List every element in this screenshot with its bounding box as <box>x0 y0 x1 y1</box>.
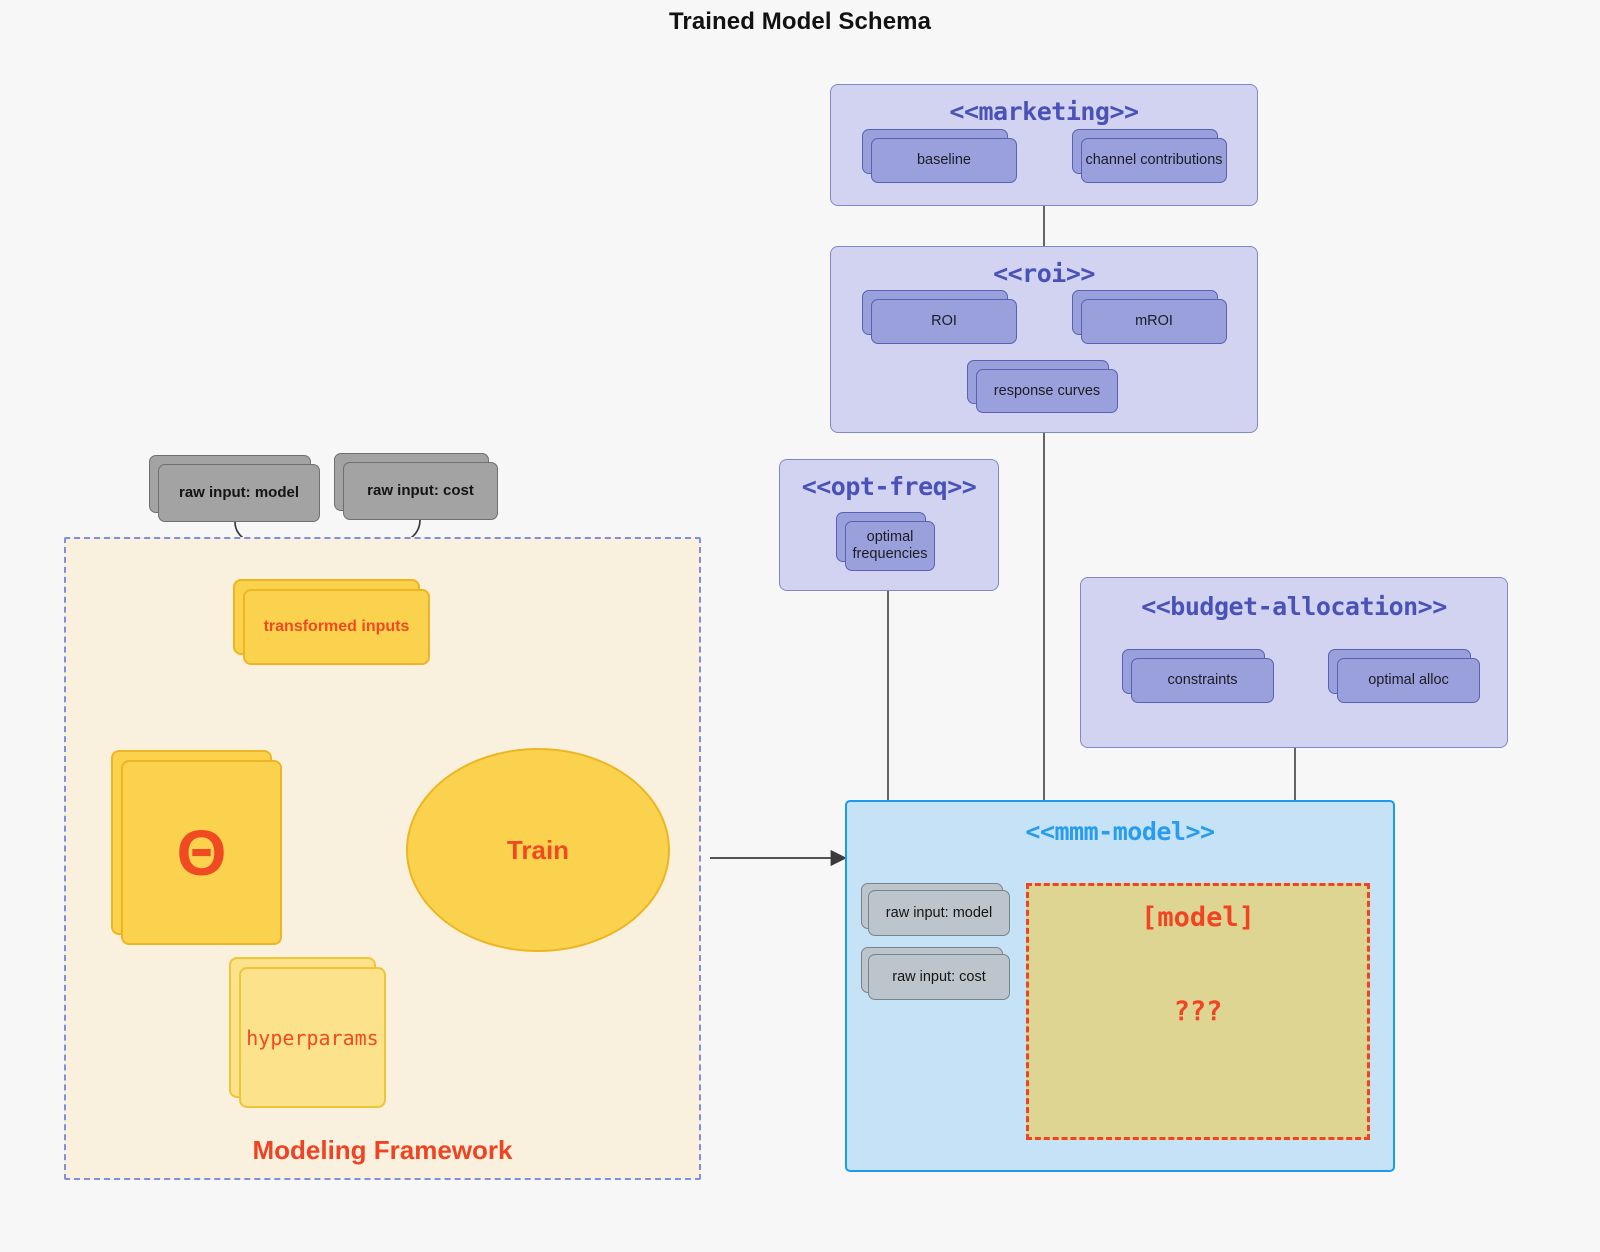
node-constraints[interactable]: constraints <box>1122 649 1274 703</box>
node-optimal-frequencies[interactable]: optimal frequencies <box>836 512 935 571</box>
modeling-framework-label: Modeling Framework <box>252 1135 513 1165</box>
node-response-curves[interactable]: response curves <box>967 360 1118 413</box>
node-mroi-label: mROI <box>1081 299 1227 344</box>
node-mmm-raw-input-model-label: raw input: model <box>868 890 1010 936</box>
node-train-label: Train <box>506 834 570 865</box>
node-train[interactable]: Train <box>406 748 670 952</box>
node-optimal-alloc-label: optimal alloc <box>1337 658 1480 703</box>
package-roi-title: <<roi>> <box>993 259 1095 288</box>
node-raw-input-model[interactable]: raw input: model <box>149 455 320 522</box>
node-model-placeholder-label: [model] <box>1141 902 1255 933</box>
node-baseline-label: baseline <box>871 138 1017 183</box>
node-constraints-label: constraints <box>1131 658 1274 703</box>
page-title: Trained Model Schema <box>668 8 932 35</box>
node-raw-input-cost-label: raw input: cost <box>343 462 498 520</box>
node-transformed-inputs[interactable]: transformed inputs <box>233 579 430 665</box>
node-mmm-raw-input-cost-label: raw input: cost <box>868 954 1010 1000</box>
node-optimal-frequencies-label: optimal frequencies <box>845 521 935 571</box>
node-raw-input-model-label: raw input: model <box>158 464 320 522</box>
node-model-unknown-label: ??? <box>1173 996 1223 1027</box>
node-baseline[interactable]: baseline <box>862 129 1017 183</box>
node-model-placeholder[interactable]: [model] ??? <box>1026 883 1370 1140</box>
node-response-curves-label: response curves <box>976 369 1118 413</box>
node-transformed-inputs-label: transformed inputs <box>243 589 430 665</box>
node-mroi[interactable]: mROI <box>1072 290 1227 344</box>
node-mmm-raw-input-cost[interactable]: raw input: cost <box>861 947 1010 1000</box>
node-mmm-raw-input-model[interactable]: raw input: model <box>861 883 1010 936</box>
node-theta-glyph-wrap: Θ <box>121 760 282 945</box>
package-marketing-title: <<marketing>> <box>949 97 1139 126</box>
node-theta[interactable]: Θ <box>111 750 282 945</box>
node-hyperparams-label: hyperparams <box>239 967 386 1108</box>
node-channel-contributions[interactable]: channel contributions <box>1072 129 1227 183</box>
package-mmm-model-title: <<mmm-model>> <box>1025 817 1215 846</box>
theta-icon: Θ <box>176 816 227 889</box>
node-raw-input-cost[interactable]: raw input: cost <box>334 453 498 520</box>
node-hyperparams[interactable]: hyperparams <box>229 957 386 1108</box>
package-budget-allocation-title: <<budget-allocation>> <box>1141 592 1447 621</box>
node-optimal-alloc[interactable]: optimal alloc <box>1328 649 1480 703</box>
node-channel-contributions-label: channel contributions <box>1081 138 1227 183</box>
package-opt-freq-title: <<opt-freq>> <box>801 472 977 501</box>
node-roi[interactable]: ROI <box>862 290 1017 344</box>
node-roi-label: ROI <box>871 299 1017 344</box>
